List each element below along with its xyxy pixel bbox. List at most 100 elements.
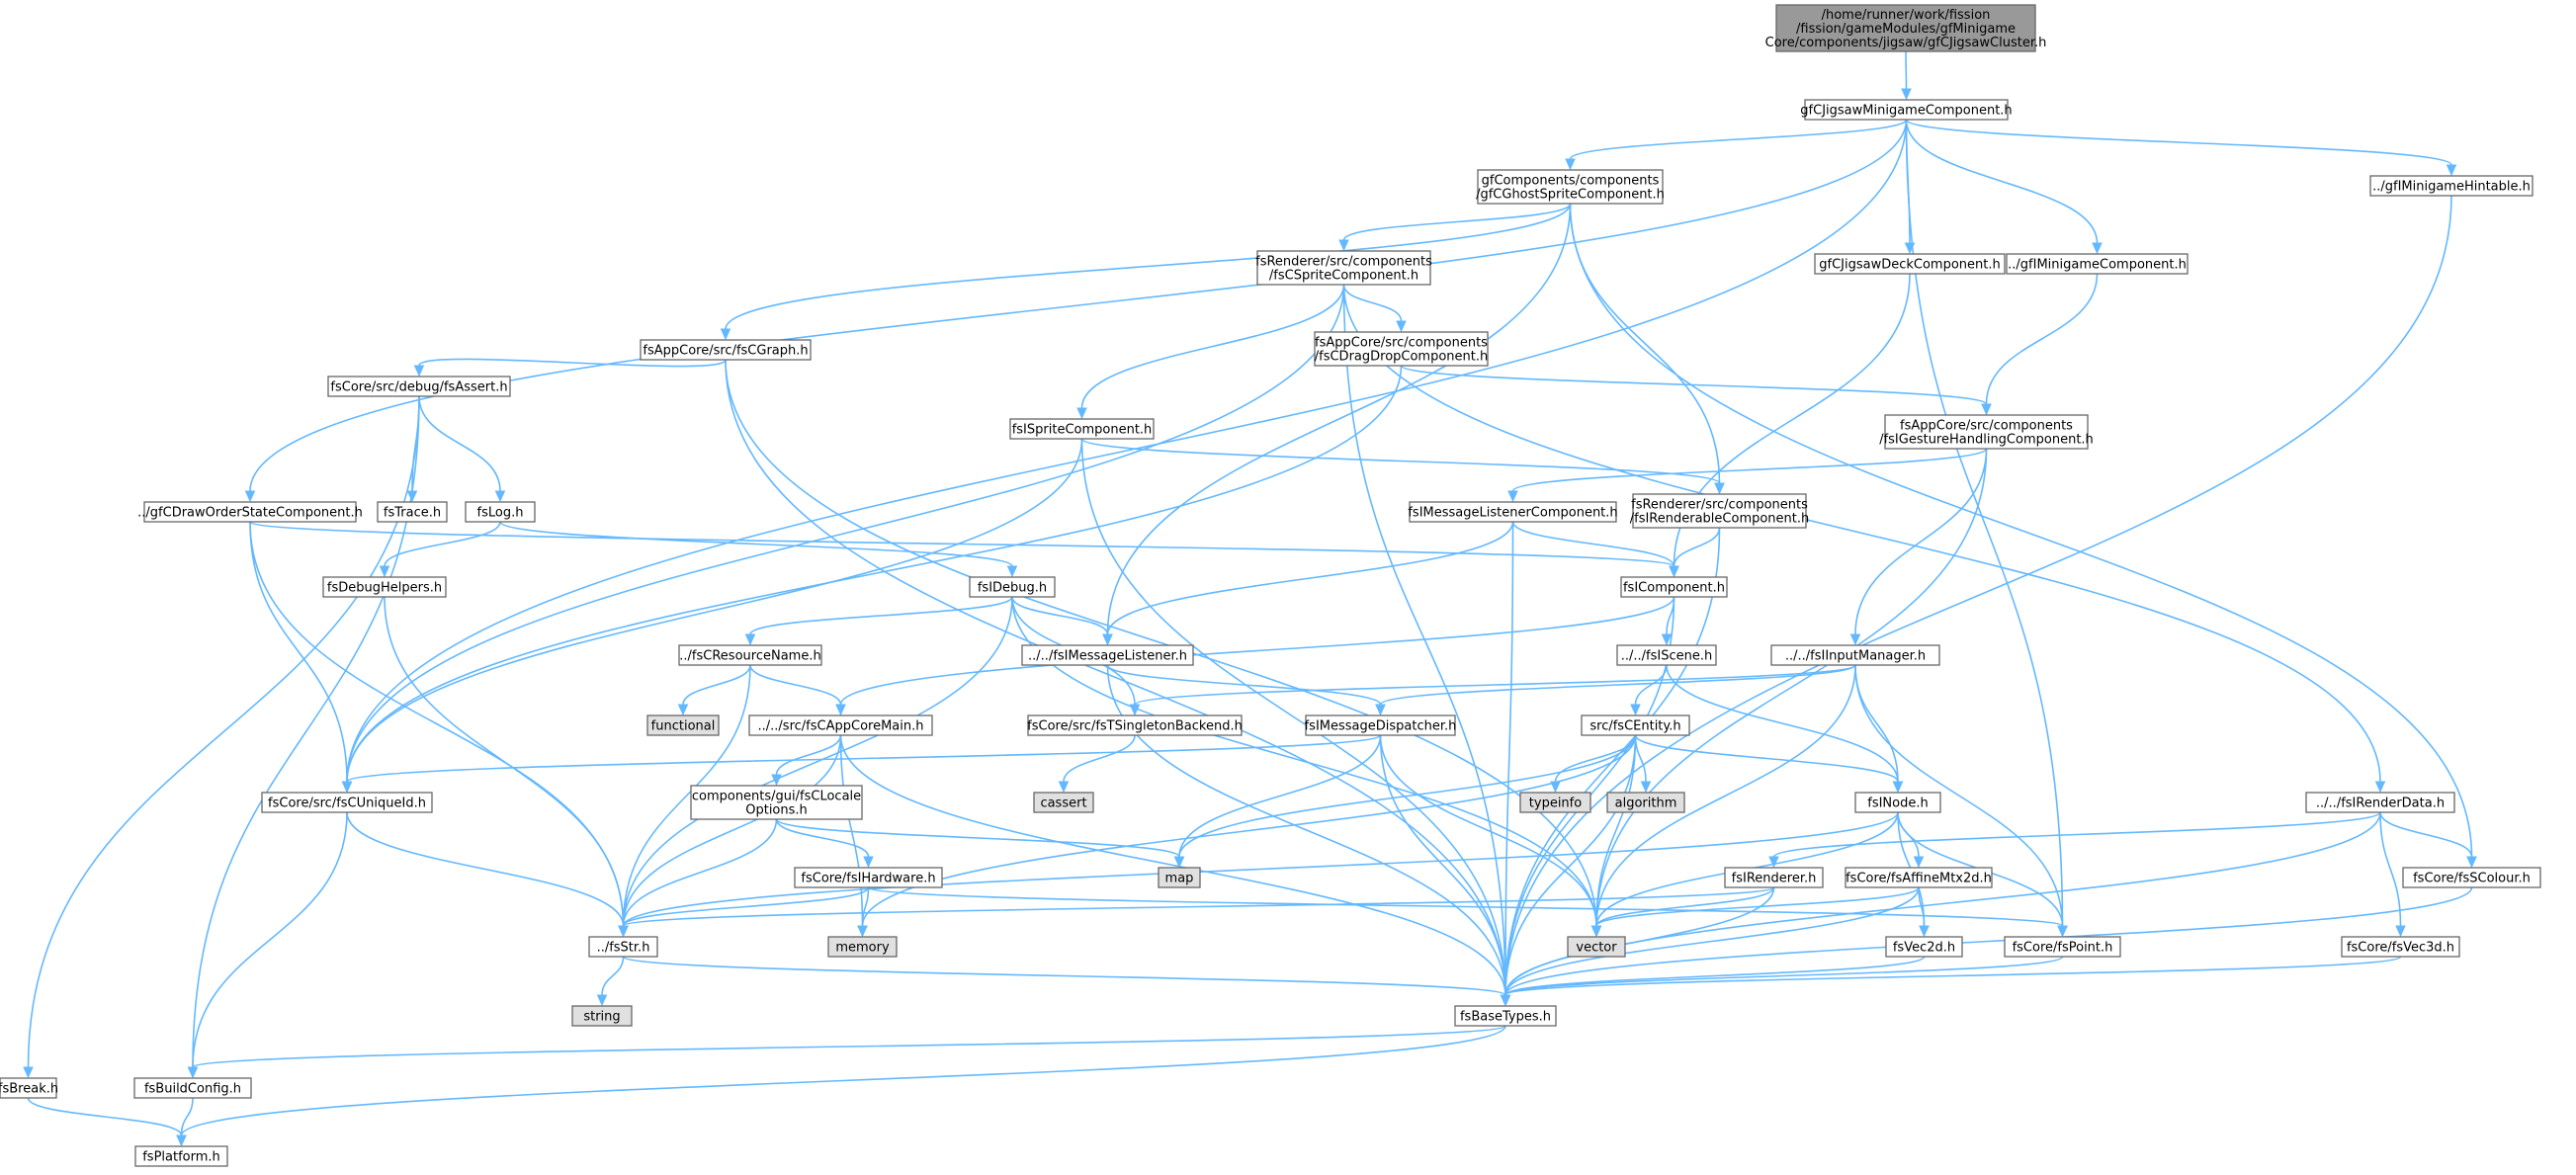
header-node-fsPlatform[interactable]: fsPlatform.h <box>134 1145 228 1167</box>
header-node-fsIMessageDispatcher[interactable]: fsIMessageDispatcher.h <box>1305 714 1457 736</box>
node-box <box>1454 1005 1557 1027</box>
header-node-fsAffineMtx2d[interactable]: fsCore/fsAffineMtx2d.h <box>1845 867 1993 888</box>
edge-line <box>1595 886 1775 927</box>
header-node-fsStr[interactable]: ../fsStr.h <box>588 936 658 958</box>
node-box <box>143 501 357 523</box>
include-edge-fsBreak-to-fsPlatform <box>27 1097 187 1147</box>
edge-line <box>1379 734 1506 996</box>
header-node-gfCJigsawDeck[interactable]: gfCJigsawDeckComponent.h <box>1814 253 2006 275</box>
header-node-fsCEntity[interactable]: src/fsCEntity.h <box>1581 714 1690 736</box>
header-node-fsPoint[interactable]: fsCore/fsPoint.h <box>2004 936 2121 958</box>
header-node-fsDebugHelpers[interactable]: fsDebugHelpers.h <box>322 576 447 598</box>
include-edge-fsIMessageDispatcher-to-fsCUniqueId <box>341 734 1382 794</box>
header-node-fsCAppCoreMain[interactable]: ../../src/fsCAppCoreMain.h <box>748 714 933 736</box>
edge-line <box>1178 734 1637 858</box>
header-node-fsVec2d[interactable]: fsVec2d.h <box>1885 936 1963 958</box>
include-edge-fsINode-to-fsAffineMtx2d <box>1897 811 1925 869</box>
include-edge-fsCGraph-to-fsAssert <box>413 358 727 378</box>
node-box <box>646 714 720 736</box>
node-label: /fsIGestureHandlingComponent.h <box>1879 433 2094 448</box>
header-node-fsVec3d[interactable]: fsCore/fsVec3d.h <box>2341 936 2460 958</box>
header-node-gfCDrawOrderState[interactable]: ../gfCDrawOrderStateComponent.h <box>137 501 363 523</box>
system-header-node-memory: memory <box>827 936 898 958</box>
node-label: fsCore/fsSColour.h <box>2413 872 2531 886</box>
include-edge-fsIGestureHandling-to-fsIInputManager <box>1849 448 1988 646</box>
edge-arrowhead <box>1919 925 1930 938</box>
node-label: fsAppCore/src/fsCGraph.h <box>643 344 808 359</box>
edge-line <box>1595 734 1637 927</box>
header-node-fsIScene[interactable]: ../../fsIScene.h <box>1616 644 1717 666</box>
node-box <box>2402 867 2541 888</box>
edge-line <box>346 365 1403 783</box>
header-node-fsISpriteComponent[interactable]: fsISpriteComponent.h <box>1009 418 1155 440</box>
edge-line <box>2379 811 2473 858</box>
edge-line <box>192 395 420 1068</box>
include-edge-fsIInputManager-to-fsIMessageDispatcher <box>1375 664 1856 716</box>
header-node-fsBuildConfig[interactable]: fsBuildConfig.h <box>133 1077 252 1099</box>
edge-arrowhead <box>1076 407 1087 420</box>
header-node-fsIRenderableComponent[interactable]: fsRenderer/src/components/fsIRenderableC… <box>1630 493 1810 529</box>
include-edge-fsIMessageListenerComponent-to-fsIMessageListener <box>1102 521 1514 646</box>
header-node-fsBreak[interactable]: fsBreak.h <box>0 1077 58 1099</box>
edge-line <box>861 886 870 927</box>
edge-line <box>1569 203 1721 484</box>
header-node-fsBaseTypes[interactable]: fsBaseTypes.h <box>1454 1005 1557 1027</box>
edge-line <box>601 956 625 996</box>
node-label: fsVec2d.h <box>1893 941 1955 956</box>
edge-line <box>346 734 1382 783</box>
edge-line <box>839 734 1506 996</box>
header-node-fsCSpriteComponent[interactable]: fsRenderer/src/components/fsCSpriteCompo… <box>1255 250 1432 286</box>
header-node-fsIRenderer[interactable]: fsIRenderer.h <box>1724 867 1824 888</box>
include-edge-fsTSingletonBackend-to-cassert <box>1058 734 1136 794</box>
edge-arrowhead <box>1892 781 1904 794</box>
header-node-fsCDragDrop[interactable]: fsAppCore/src/components/fsCDragDropComp… <box>1314 331 1489 367</box>
include-edge-fsCUniqueId-to-fsBuildConfig <box>187 811 348 1079</box>
node-box <box>261 792 433 813</box>
header-node-fsCUniqueId[interactable]: fsCore/src/fsCUniqueId.h <box>261 792 433 813</box>
include-edge-fsCEntity-to-fsINode <box>1634 734 1904 794</box>
node-box <box>377 501 448 523</box>
header-node-fsTrace[interactable]: fsTrace.h <box>377 501 448 523</box>
header-node-gfIMinigameComponent[interactable]: ../gfIMinigameComponent.h <box>2006 253 2189 275</box>
header-node-fsIMessageListener[interactable]: ../../fsIMessageListener.h <box>1021 644 1194 666</box>
include-edge-gfCGhostSprite-to-fsSColour <box>1569 203 2477 869</box>
edge-line <box>249 119 1908 492</box>
header-node-gfCJigsawMinigameComponent[interactable]: gfCJigsawMinigameComponent.h <box>1800 99 2013 121</box>
edge-line <box>1504 734 1637 996</box>
header-node-fsIMessageListenerComponent[interactable]: fsIMessageListenerComponent.h <box>1408 501 1618 523</box>
include-edge-gfCGhostSprite-to-fsCSpriteComponent <box>1338 203 1572 252</box>
node-label: ../fsCResourceName.h <box>679 649 820 664</box>
header-node-fsIDebug[interactable]: fsIDebug.h <box>969 576 1056 598</box>
node-label: /fsCSpriteComponent.h <box>1269 269 1418 284</box>
header-node-fsCGraph[interactable]: fsAppCore/src/fsCGraph.h <box>640 339 812 361</box>
header-node-gfIMinigameHintable[interactable]: ../gfIMinigameHintable.h <box>2369 175 2533 197</box>
node-label: /gfCGhostSpriteComponent.h <box>1476 188 1665 203</box>
header-node-fsLog[interactable]: fsLog.h <box>465 501 536 523</box>
header-node-fsIRenderData[interactable]: ../../fsIRenderData.h <box>2305 792 2455 813</box>
header-node-fsIHardware[interactable]: fsCore/fsIHardware.h <box>794 867 943 888</box>
edge-line <box>27 395 420 1068</box>
header-node-fsCResourceName[interactable]: ../fsCResourceName.h <box>678 644 822 666</box>
node-label: fsIComponent.h <box>1623 581 1725 596</box>
header-node-gfCGhostSprite[interactable]: gfComponents/components/gfCGhostSpriteCo… <box>1476 169 1665 205</box>
node-box <box>1581 714 1690 736</box>
header-node-fsIInputManager[interactable]: ../../fsIInputManager.h <box>1770 644 1940 666</box>
header-node-fsAssert[interactable]: fsCore/src/debug/fsAssert.h <box>327 376 511 397</box>
header-node-fsIComponent[interactable]: fsIComponent.h <box>1620 576 1728 598</box>
edge-line <box>1134 664 1856 706</box>
header-node-fsINode[interactable]: fsINode.h <box>1854 792 1941 813</box>
node-box <box>0 1077 57 1099</box>
node-box <box>2369 175 2533 197</box>
edge-arrowhead <box>244 490 256 503</box>
include-edge-gfCJigsawMinigameComponent-to-gfCGhostSprite <box>1565 119 1908 171</box>
header-node-fsTSingletonBackend[interactable]: fsCore/src/fsTSingletonBackend.h <box>1027 714 1243 736</box>
edge-line <box>2379 811 2402 927</box>
node-box <box>2341 936 2460 958</box>
header-node-fsIGestureHandling[interactable]: fsAppCore/src/components/fsIGestureHandl… <box>1879 414 2094 450</box>
node-box <box>1814 253 2006 275</box>
edge-line <box>1379 734 1597 927</box>
header-node-fsSColour[interactable]: fsCore/fsSColour.h <box>2402 867 2541 888</box>
system-header-node-functional: functional <box>646 714 720 736</box>
include-edge-fsIRenderData-to-fsSColour <box>2379 811 2477 869</box>
